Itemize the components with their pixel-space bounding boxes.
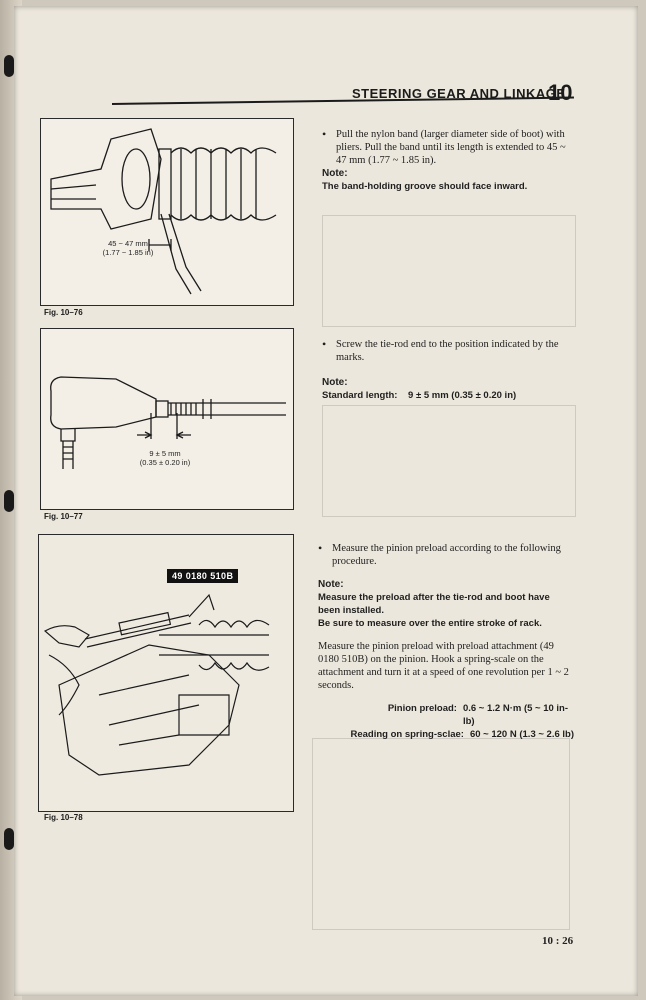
figure-10-78: 49 0180 510B <box>38 534 294 812</box>
dimension-label: 9 ± 5 mm (0.35 ± 0.20 in) <box>139 449 191 467</box>
bleed-through-figure <box>322 405 576 517</box>
spec-row: Pinion preload: 0.6 ~ 1.2 N·m (5 ~ 10 in… <box>318 702 574 728</box>
spec-line: Standard length: 9 ± 5 mm (0.35 ± 0.20 i… <box>322 389 577 402</box>
spec-table: Pinion preload: 0.6 ~ 1.2 N·m (5 ~ 10 in… <box>318 702 574 741</box>
section-3: Measure the pinion preload according to … <box>318 542 574 741</box>
note-heading: Note: <box>322 168 348 179</box>
instruction-text: Pull the nylon band (larger diameter sid… <box>322 128 577 167</box>
binder-hole <box>4 55 14 77</box>
spec-value: 60 ~ 120 N (1.3 ~ 2.6 lb) <box>469 729 575 740</box>
tool-number-badge: 49 0180 510B <box>167 569 239 583</box>
pinion-preload-illustration <box>43 593 270 776</box>
note-text: Measure the preload after the tie-rod an… <box>318 592 550 616</box>
note-text: The band-holding groove should face inwa… <box>322 181 528 192</box>
note-text: Be sure to measure over the entire strok… <box>318 618 542 629</box>
section-1: Pull the nylon band (larger diameter sid… <box>322 128 577 193</box>
spec-row: Reading on spring-sclae: 60 ~ 120 N (1.3… <box>318 728 574 741</box>
boot-band-illustration <box>50 128 277 295</box>
procedure-paragraph: Measure the pinion preload with preload … <box>318 641 569 691</box>
figure-label: Fig. 10–78 <box>44 813 83 822</box>
binder-hole <box>4 828 14 850</box>
instruction-text: Measure the pinion preload according to … <box>318 542 574 568</box>
figure-10-76: 45 ~ 47 mm (1.77 ~ 1.85 in) <box>40 118 294 306</box>
figure-label: Fig. 10–76 <box>44 308 83 317</box>
page-number: 10 : 26 <box>542 935 574 947</box>
chapter-number: 10 <box>548 80 573 105</box>
spec-value: 9 ± 5 mm (0.35 ± 0.20 in) <box>408 390 517 401</box>
spec-value: 0.6 ~ 1.2 N·m (5 ~ 10 in-lb) <box>462 703 569 727</box>
tie-rod-end-illustration <box>50 376 286 469</box>
binder-hole <box>4 490 14 512</box>
figure-label: Fig. 10–77 <box>44 512 83 521</box>
figure-10-77: 9 ± 5 mm (0.35 ± 0.20 in) <box>40 328 294 510</box>
note-heading: Note: <box>322 377 348 388</box>
note-heading: Note: <box>318 579 344 590</box>
instruction-text: Screw the tie-rod end to the position in… <box>322 338 577 364</box>
section-2: Screw the tie-rod end to the position in… <box>322 338 577 402</box>
spec-label: Standard length: <box>322 390 398 401</box>
bleed-through-figure <box>312 738 570 930</box>
spec-label: Pinion preload: <box>387 703 457 714</box>
spec-label: Reading on spring-sclae: <box>350 729 464 740</box>
dimension-label: 45 ~ 47 mm (1.77 ~ 1.85 in) <box>102 239 154 257</box>
bleed-through-figure <box>322 215 576 327</box>
